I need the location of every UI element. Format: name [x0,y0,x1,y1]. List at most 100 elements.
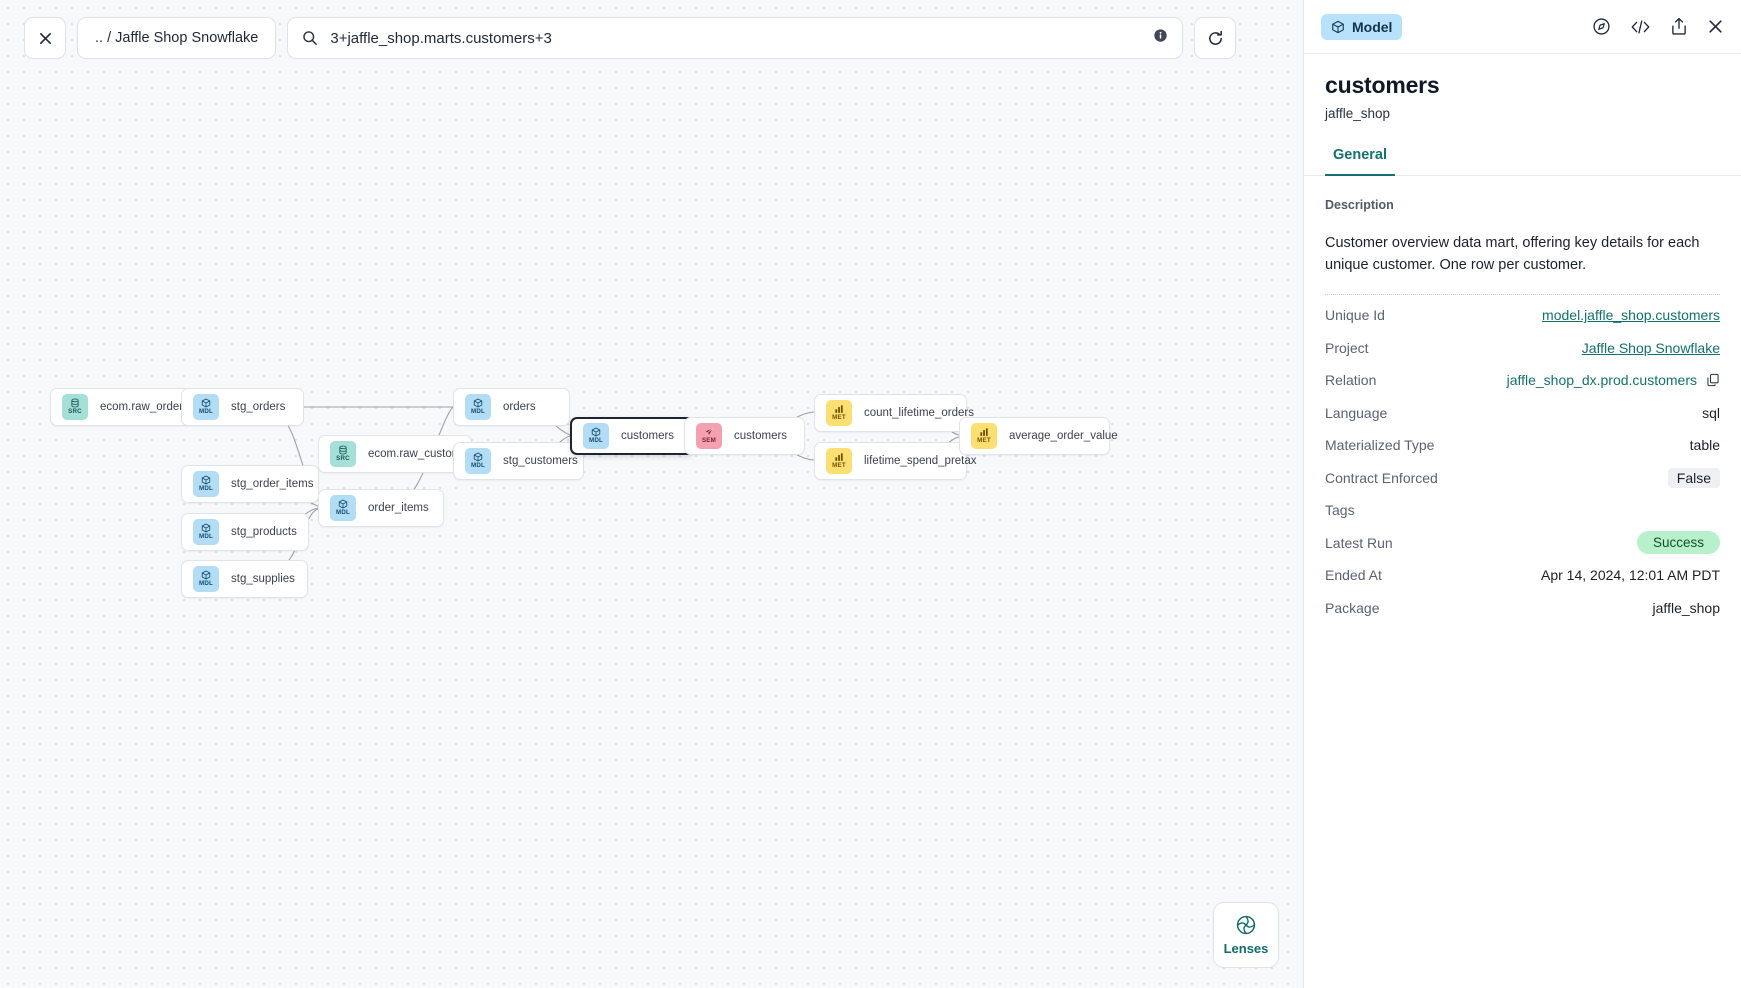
field-value: table [1689,437,1720,454]
field-row: Ended At Apr 14, 2024, 12:01 AM PDT [1325,559,1720,592]
graph-node-ecom_raw_orders[interactable]: SRC ecom.raw_orders [50,388,192,426]
field-label: Relation [1325,372,1377,389]
node-badge-mdl-icon: MDL [583,423,609,449]
node-badge-mdl-icon: MDL [465,448,491,474]
node-label: stg_orders [231,401,286,413]
share-icon[interactable] [1670,17,1688,36]
node-badge-mdl-icon: MDL [330,495,356,521]
node-badge-mdl-icon: MDL [193,566,219,592]
graph-node-customers_semantic[interactable]: SEM customers [684,417,805,455]
node-label: order_items [368,502,429,514]
field-value-link[interactable]: Jaffle Shop Snowflake [1581,339,1720,356]
panel-actions [1592,17,1724,36]
field-row: Contract Enforced False [1325,461,1720,494]
field-value: Apr 14, 2024, 12:01 AM PDT [1541,567,1720,584]
field-label: Unique Id [1325,307,1385,324]
section-divider [1325,293,1720,295]
node-label: ecom.raw_orders [100,401,189,413]
search-icon [303,31,318,45]
node-badge-met-icon: MET [826,400,852,426]
details-panel-title-block: customers jaffle_shop [1304,54,1741,121]
node-label: stg_supplies [231,573,295,585]
description-heading: Description [1325,198,1394,212]
node-label: average_order_value [1009,430,1118,442]
panel-tabs: General [1304,147,1741,176]
field-label: Latest Run [1325,534,1393,551]
refresh-icon [1208,30,1222,45]
lenses-icon [1236,915,1256,935]
field-label: Contract Enforced [1325,469,1438,486]
explore-icon[interactable] [1592,17,1611,36]
details-panel: Model [1303,0,1741,988]
graph-node-stg_supplies[interactable]: MDL stg_supplies [181,560,308,598]
field-label: Tags [1325,502,1355,519]
graph-node-order_items[interactable]: MDL order_items [318,489,444,527]
field-label: Language [1325,404,1388,421]
refresh-button[interactable] [1194,17,1237,59]
field-row: Materialized Type table [1325,429,1720,462]
field-row: Relation jaffle_shop_dx.prod.customers [1325,364,1720,397]
field-row: Tags [1325,494,1720,527]
node-label: stg_products [231,526,297,538]
field-label: Ended At [1325,567,1382,584]
field-row: Package jaffle_shop [1325,591,1720,624]
description-text: Customer overview data mart, offering ke… [1325,235,1700,274]
node-badge-src-icon: SRC [62,394,88,420]
graph-node-stg_customers[interactable]: MDL stg_customers [453,442,584,480]
info-icon[interactable] [1153,28,1168,48]
node-badge-mdl-icon: MDL [193,519,219,545]
page-title: customers [1325,72,1440,98]
code-icon[interactable] [1630,18,1651,36]
close-panel-icon[interactable] [1707,18,1724,35]
canvas-toolbar: .. / Jaffle Shop Snowflake 3+jaffle_shop… [24,17,1237,59]
field-value-badge: False [1667,467,1720,488]
panel-body: Description Customer overview data mart,… [1304,176,1741,624]
status-badge[interactable]: Success [1636,531,1720,555]
breadcrumb[interactable]: .. / Jaffle Shop Snowflake [77,17,277,59]
resource-type-label: Model [1352,18,1393,35]
search-value: 3+jaffle_shop.marts.customers+3 [330,29,552,47]
field-label: Package [1325,599,1380,616]
copy-icon[interactable] [1706,373,1720,387]
field-value: sql [1702,404,1720,421]
node-badge-mdl-icon: MDL [465,394,491,420]
graph-node-stg_products[interactable]: MDL stg_products [181,513,309,551]
node-badge-sem-icon: SEM [696,423,722,449]
lineage-search-input[interactable]: 3+jaffle_shop.marts.customers+3 [287,17,1184,59]
close-lineage-button[interactable] [24,17,66,59]
node-label: orders [503,401,536,413]
node-badge-mdl-icon: MDL [193,471,219,497]
lenses-button[interactable]: Lenses [1213,902,1279,968]
resource-type-chip: Model [1321,13,1403,40]
graph-node-orders[interactable]: MDL orders [453,388,570,426]
page-subtitle: jaffle_shop [1325,106,1391,121]
field-value-link[interactable]: model.jaffle_shop.customers [1542,307,1720,324]
node-label: lifetime_spend_pretax [864,455,977,467]
field-value-link[interactable]: jaffle_shop_dx.prod.customers [1506,372,1697,389]
field-label: Materialized Type [1325,437,1435,454]
field-row: Latest Run Success [1325,526,1720,559]
lineage-canvas[interactable]: .. / Jaffle Shop Snowflake 3+jaffle_shop… [0,0,1303,988]
lenses-label: Lenses [1223,941,1269,956]
node-label: customers [734,430,788,442]
cube-icon [1332,20,1344,33]
field-value: jaffle_shop [1652,599,1720,616]
node-label: stg_customers [503,455,578,467]
field-row: Language sql [1325,396,1720,429]
tab-general[interactable]: General [1325,147,1395,176]
breadcrumb-label: .. / Jaffle Shop Snowflake [95,30,259,46]
node-label: ecom.raw_customers [368,448,478,460]
field-row: Unique Id model.jaffle_shop.customers [1325,299,1720,332]
details-panel-header: Model [1304,0,1741,54]
